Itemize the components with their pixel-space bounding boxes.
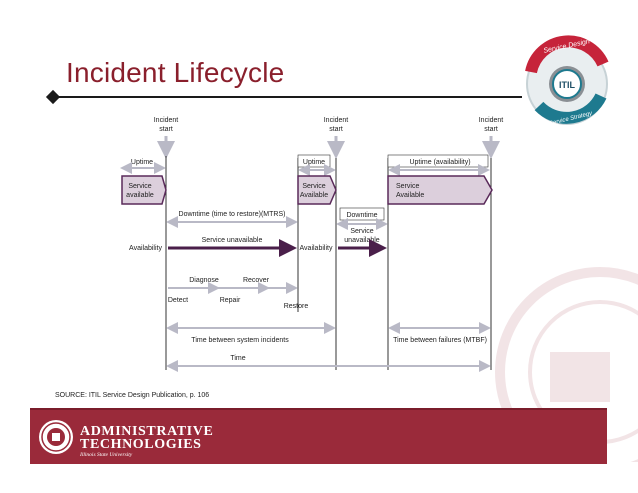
restore-label: Restore [284, 303, 309, 310]
service-available-3-line1: Service [396, 183, 419, 190]
uptime-label-1: Uptime [131, 159, 153, 166]
incident-start-3-line2: start [484, 126, 498, 133]
downtime-mtrs-label: Downtime (time to restore)(MTRS) [179, 211, 286, 218]
org-name-line2: TECHNOLOGIES [80, 437, 202, 452]
incident-start-1-line2: start [159, 126, 173, 133]
service-unavailable-1: Service unavailable [202, 237, 263, 244]
uptime-label-2: Uptime [303, 159, 325, 166]
itil-logo: ITIL Service Design Service Strategy [525, 35, 609, 127]
diagnose-label: Diagnose [189, 277, 219, 284]
incident-start-3-line1: Incident [479, 117, 504, 124]
incident-lifecycle-diagram: Incident start Incident start Incident s… [120, 117, 504, 372]
footer-rule [30, 408, 607, 410]
incident-start-2-line2: start [329, 126, 343, 133]
title-rule [52, 96, 522, 98]
uptime-label-3: Uptime (availability) [409, 159, 470, 166]
university-seal-watermark [495, 267, 638, 462]
recover-label: Recover [243, 277, 270, 284]
footer-band [30, 410, 607, 464]
repair-label: Repair [220, 297, 241, 304]
availability-label-2: Availability [300, 245, 333, 252]
university-seal-icon [39, 420, 73, 454]
incident-start-2-line1: Incident [324, 117, 349, 124]
source-citation: SOURCE: ITIL Service Design Publication,… [55, 392, 210, 399]
time-label: Time [230, 355, 245, 362]
availability-label-1: Availability [129, 245, 162, 252]
detect-label: Detect [168, 297, 188, 304]
org-subtitle: Illinois State University [80, 452, 133, 458]
service-unavailable-2-line1: Service [350, 228, 373, 235]
service-available-3-line2: Available [396, 192, 424, 199]
service-available-2-line2: Available [300, 192, 328, 199]
service-available-1-line1: Service [128, 183, 151, 190]
time-between-failures-label: Time between failures (MTBF) [393, 337, 487, 344]
slide-title: Incident Lifecycle [66, 57, 285, 88]
service-unavailable-2-line2: unavailable [344, 237, 380, 244]
time-between-incidents-label: Time between system incidents [191, 337, 289, 344]
org-name-line1: ADMINISTRATIVE [80, 424, 214, 439]
title-bullet [45, 89, 61, 105]
service-available-1-line2: available [126, 192, 154, 199]
itil-label: ITIL [559, 80, 575, 90]
incident-start-1-line1: Incident [154, 117, 179, 124]
downtime-label-2: Downtime [346, 212, 377, 219]
service-available-2-line1: Service [302, 183, 325, 190]
